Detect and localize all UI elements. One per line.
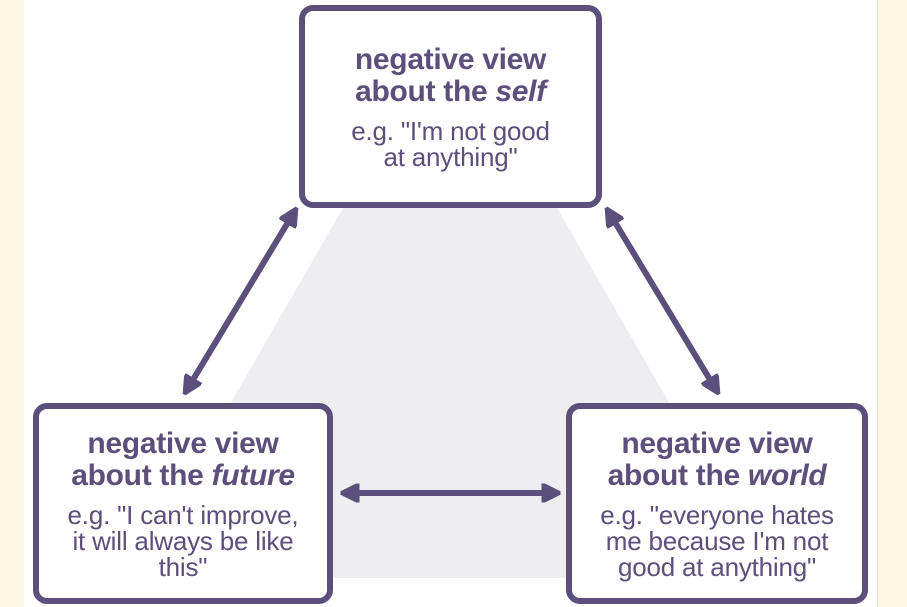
node-world-example: e.g. "everyone hates me because I'm not … (572, 502, 862, 580)
title-prefix: about the (355, 74, 496, 108)
title-line: about the future (39, 458, 327, 492)
title-emphasis: future (211, 458, 296, 492)
node-future-example: e.g. "I can't improve, it will always be… (39, 502, 327, 580)
title-line: about the world (572, 458, 862, 492)
title-emphasis: world (747, 458, 827, 492)
node-future: negative view about the future e.g. "I c… (33, 403, 333, 604)
title-line: negative view (621, 426, 813, 460)
node-future-title: negative view about the future (39, 426, 327, 492)
example-line: at anything" (383, 141, 518, 172)
example-line: me because I'm not (605, 525, 829, 556)
example-line: good at anything" (617, 551, 817, 582)
example-line: e.g. "I'm not good (351, 115, 550, 146)
node-self-title: negative view about the self (305, 42, 596, 108)
title-emphasis: self (495, 74, 546, 108)
arrow-self-future (188, 214, 293, 388)
node-world: negative view about the world e.g. "ever… (566, 403, 868, 604)
node-world-title: negative view about the world (572, 426, 862, 492)
title-line: about the self (305, 74, 596, 108)
node-self: negative view about the self e.g. "I'm n… (299, 5, 602, 208)
title-prefix: about the (607, 458, 748, 492)
example-line: e.g. "I can't improve, (67, 499, 299, 530)
example-line: this" (158, 551, 208, 582)
title-line: negative view (354, 42, 547, 76)
title-line: negative view (87, 426, 279, 460)
example-line: it will always be like (72, 525, 294, 556)
node-self-example: e.g. "I'm not good at anything" (305, 118, 596, 170)
example-line: e.g. "everyone hates (600, 499, 834, 530)
arrow-self-world (610, 214, 715, 388)
title-prefix: about the (71, 458, 212, 492)
